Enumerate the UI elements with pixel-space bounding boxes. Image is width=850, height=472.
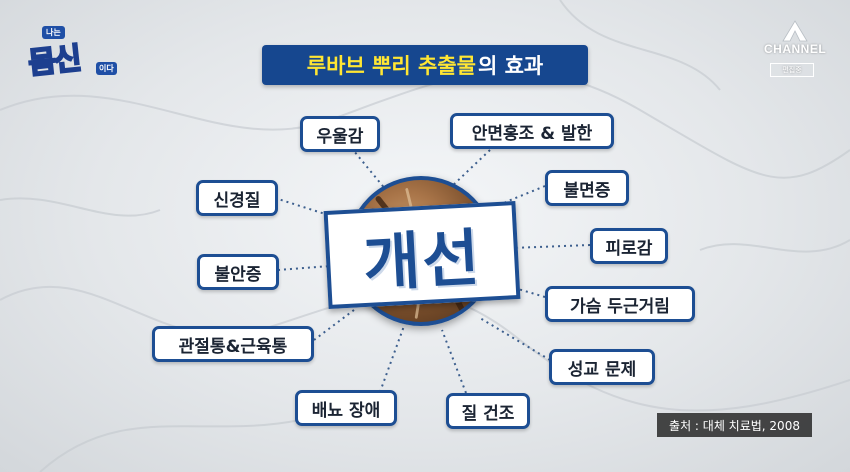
effect-insomnia: 불면증: [545, 170, 629, 206]
effect-urination-disorder: 배뇨 장애: [295, 390, 397, 426]
center-label-box: 개선: [323, 201, 521, 309]
effect-anxiety: 불안증: [197, 254, 279, 290]
effect-fatigue: 피로감: [590, 228, 668, 264]
edit-tag: 편집중: [770, 63, 814, 77]
title-highlight: 루바브 뿌리 추출물: [306, 54, 476, 78]
channel-logo: CHANNEL: [764, 20, 826, 64]
show-logo: 나는 몸신 이다: [20, 24, 126, 83]
title-banner: 루바브 뿌리 추출물 의 효과: [262, 45, 588, 85]
effect-sexual-problem: 성교 문제: [549, 349, 655, 385]
effect-joint-muscle-pain: 관절통&근육통: [152, 326, 314, 362]
logo-top-text: 나는: [42, 26, 65, 39]
title-rest: 의 효과: [477, 54, 544, 78]
effect-vaginal-dryness: 질 건조: [446, 393, 530, 429]
source-caption: 출처 : 대체 치료법, 2008: [657, 413, 812, 437]
effect-palpitations: 가슴 두근거림: [545, 286, 695, 322]
channel-a-icon: [782, 20, 808, 42]
effect-depression: 우울감: [300, 116, 380, 152]
center-word: 개선: [361, 220, 484, 301]
effect-irritability: 신경질: [196, 180, 278, 216]
effect-hot-flash-sweating: 안면홍조 & 발한: [450, 113, 614, 149]
channel-name: CHANNEL: [764, 42, 827, 56]
logo-bottom-text: 이다: [96, 62, 117, 75]
